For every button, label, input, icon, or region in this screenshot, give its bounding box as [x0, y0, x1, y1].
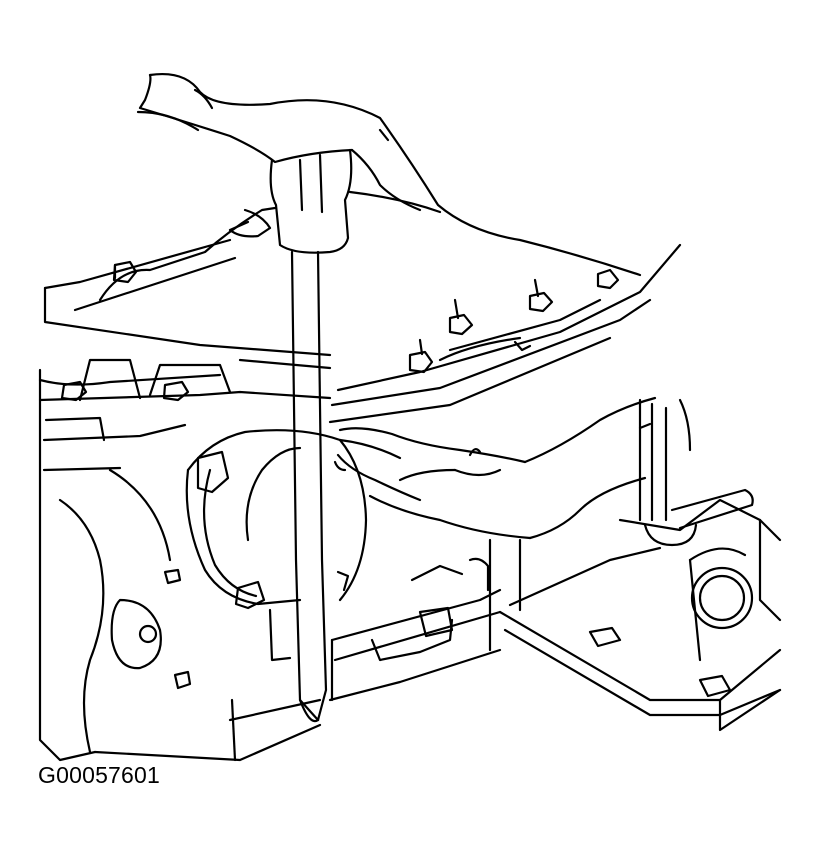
lower-hand	[333, 396, 657, 540]
screwdriver	[269, 148, 353, 723]
oil-pan-rail	[268, 557, 502, 702]
figure-id-label: G00057601	[38, 762, 161, 788]
engine-block	[38, 368, 322, 762]
upper-hand	[136, 73, 642, 277]
valve-cover	[38, 206, 682, 424]
starter-motor	[185, 429, 368, 610]
hose-fitting	[638, 398, 754, 547]
transmission-housing	[488, 498, 782, 732]
valve-cover-bolts	[60, 260, 620, 402]
